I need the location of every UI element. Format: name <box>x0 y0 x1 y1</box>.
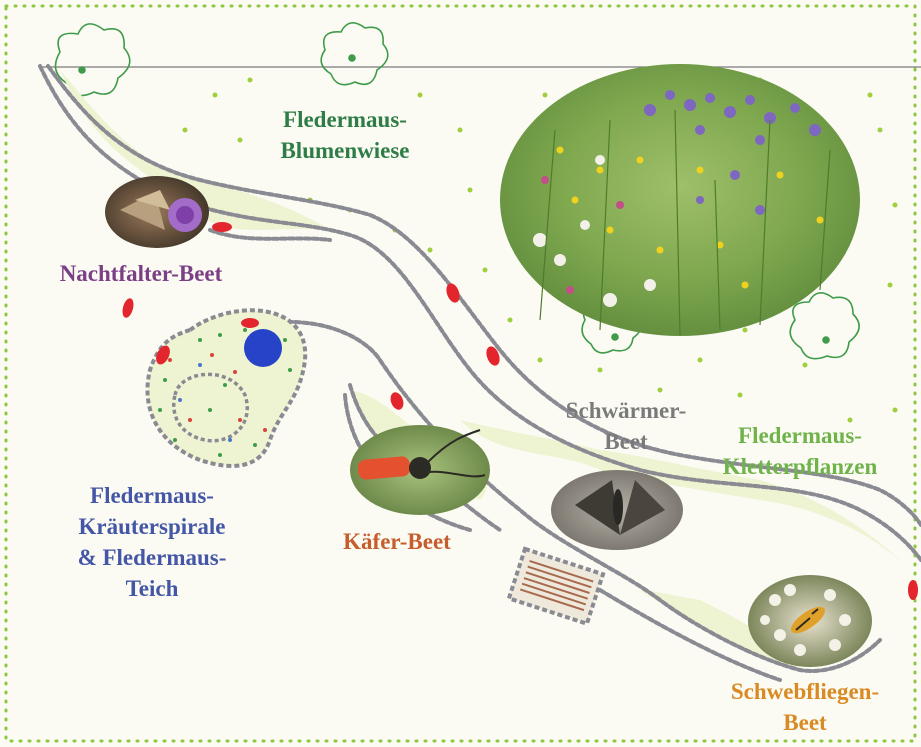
label-kraeuterspirale-teich: Fledermaus- Kräuterspirale & Fledermaus-… <box>38 480 266 604</box>
label-kaefer-beet: Käfer-Beet <box>322 526 472 557</box>
hoverfly-on-umbel-photo <box>748 575 872 667</box>
label-schwebfliegen-beet: Schwebfliegen- Beet <box>700 676 910 738</box>
label-line: Teich <box>38 573 266 604</box>
wildflower-meadow-photo <box>500 64 860 336</box>
hawk-moth-photo <box>551 470 683 550</box>
label-line: Schwebfliegen- <box>700 676 910 707</box>
label-line: Fledermaus- <box>38 480 266 511</box>
moth-on-thistle-photo <box>105 176 209 248</box>
label-line: Schwärmer- <box>538 395 714 426</box>
red-longhorn-beetle-photo <box>350 425 490 515</box>
pond <box>244 329 282 367</box>
label-nachtfalter-beet: Nachtfalter-Beet <box>30 258 252 289</box>
label-line: Nachtfalter-Beet <box>30 258 252 289</box>
label-line: Blumenwiese <box>250 135 440 166</box>
grate-bench <box>509 549 603 624</box>
herb-spiral <box>147 310 305 466</box>
label-schwaermer-beet: Schwärmer- Beet <box>538 395 714 457</box>
label-line: Fledermaus- <box>700 420 900 451</box>
label-line: Kletterpflanzen <box>700 451 900 482</box>
label-fledermaus-kletterpflanzen: Fledermaus- Kletterpflanzen <box>700 420 900 482</box>
label-line: Kräuterspirale <box>38 511 266 542</box>
label-line: Käfer-Beet <box>322 526 472 557</box>
label-line: Fledermaus- <box>250 104 440 135</box>
label-line: Beet <box>700 707 910 738</box>
label-fledermaus-blumenwiese: Fledermaus- Blumenwiese <box>250 104 440 166</box>
label-line: Beet <box>538 426 714 457</box>
label-line: & Fledermaus- <box>38 542 266 573</box>
